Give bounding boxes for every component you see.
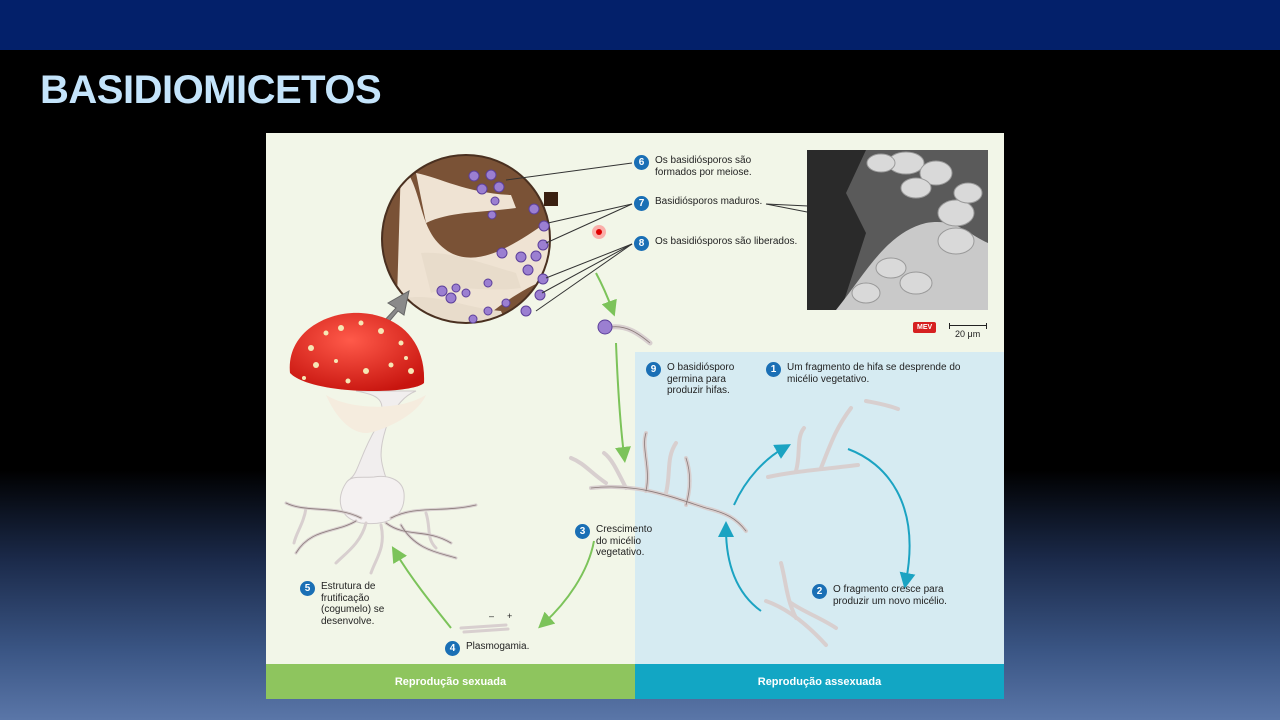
step-1-text: Um fragmento de hifa se desprende do mic…: [787, 362, 961, 385]
step-9: 9 O basidiósporo germina para produzir h…: [646, 362, 744, 397]
step-8-number: 8: [634, 236, 649, 251]
step-3-number: 3: [575, 524, 590, 539]
step-5-number: 5: [300, 581, 315, 596]
step-3-text: Crescimento do micélio vegetativo.: [596, 524, 653, 558]
vegetative-mycelium-outline: [590, 432, 747, 532]
step-2-text: O fragmento cresce para produzir um novo…: [833, 584, 947, 607]
step-1-number: 1: [766, 362, 781, 377]
gill-cross-section: [381, 154, 558, 324]
step-5: 5 Estrutura de frutificação (cogumelo) s…: [300, 581, 390, 627]
asexual-cycle-arrows: [718, 444, 916, 612]
step-6: 6 Os basidiósporos são formados por meio…: [634, 155, 774, 178]
top-bar: [0, 0, 1280, 50]
sexual-cycle-arrows: [391, 272, 631, 629]
vegetative-mycelium: [569, 431, 748, 533]
step-6-number: 6: [634, 155, 649, 170]
mushroom-illustration: [289, 312, 426, 525]
plus-sign: +: [507, 611, 513, 621]
step-7-text: Basidiósporos maduros.: [655, 196, 763, 207]
step-9-text: O basidiósporo germina para produzir hif…: [667, 362, 735, 396]
asexual-reproduction-band: Reprodução assexuada: [635, 664, 1004, 699]
step-4-text: Plasmogamia.: [466, 641, 530, 652]
slide-title: BASIDIOMICETOS: [40, 68, 382, 112]
asexual-panel: [635, 352, 1004, 664]
scale-label: 20 μm: [955, 329, 981, 339]
basidiospores: [436, 169, 550, 324]
step-4-number: 4: [445, 641, 460, 656]
scale-bar: [949, 323, 987, 329]
step-2: 2 O fragmento cresce para produzir um no…: [812, 584, 962, 607]
asexual-reproduction-label: Reprodução assexuada: [757, 675, 882, 688]
life-cycle-illustration: [284, 150, 988, 647]
plasmogamy-hyphae: [459, 623, 510, 634]
step-7-number: 7: [634, 196, 649, 211]
step-8: 8 Os basidiósporos são liberados.: [634, 236, 809, 251]
step-2-number: 2: [812, 584, 827, 599]
sexual-reproduction-label: Reprodução sexuada: [394, 675, 507, 688]
step-3: 3 Crescimento do micélio vegetativo.: [575, 524, 661, 559]
step-7: 7 Basidiósporos maduros.: [634, 196, 774, 211]
step-6-text: Os basidiósporos são formados por meiose…: [655, 155, 752, 178]
germinating-spore: [597, 319, 653, 346]
step-9-number: 9: [646, 362, 661, 377]
electron-micrograph: [807, 150, 988, 310]
hypha-fragments: [764, 399, 900, 647]
step-5-text: Estrutura de frutificação (cogumelo) se …: [321, 581, 385, 627]
mev-badge: MEV: [913, 322, 937, 333]
step-1: 1 Um fragmento de hifa se desprende do m…: [766, 362, 966, 385]
sexual-reproduction-band: Reprodução sexuada: [266, 664, 635, 699]
step-8-text: Os basidiósporos são liberados.: [655, 236, 798, 247]
life-cycle-figure: 1 Um fragmento de hifa se desprende do m…: [266, 133, 1004, 699]
minus-sign: –: [489, 611, 495, 621]
step-4: 4 Plasmogamia.: [445, 641, 565, 656]
mycelium-outline: [285, 502, 477, 559]
